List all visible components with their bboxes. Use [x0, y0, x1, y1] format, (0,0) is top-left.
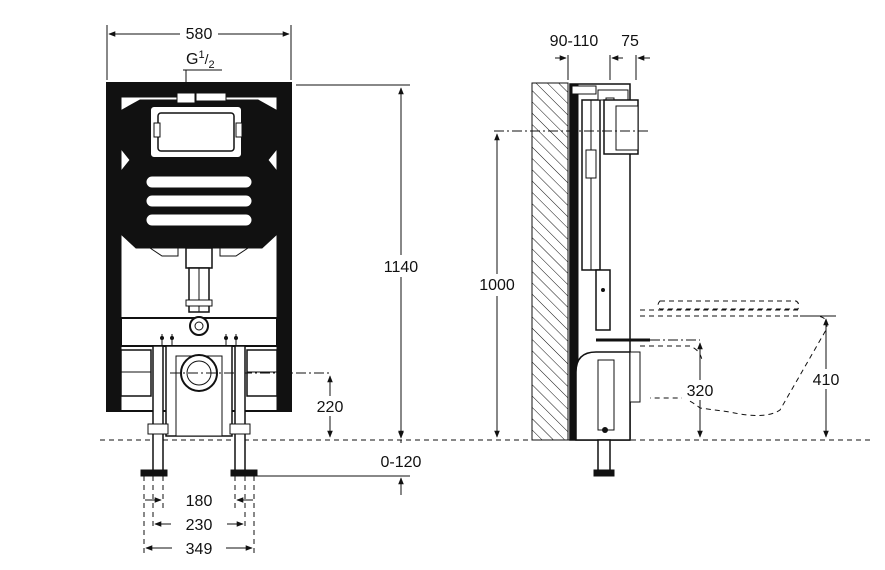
label-349: 349 [186, 541, 213, 558]
legs [140, 345, 258, 477]
side-wc-seat [657, 300, 800, 310]
label-0-120: 0-120 [381, 454, 422, 471]
label-75: 75 [621, 33, 639, 50]
dim-frame-width: 580 [106, 24, 292, 80]
label-410: 410 [813, 372, 840, 389]
dim-connection: G1/2 [183, 49, 222, 93]
label-320: 320 [687, 383, 714, 400]
frame-lower-block-left [120, 349, 152, 397]
dim-height-1000: 1000 [474, 133, 520, 438]
label-1140: 1140 [384, 259, 419, 276]
label-1000: 1000 [479, 277, 515, 294]
label-90-110: 90-110 [550, 33, 599, 50]
dim-floor-adjust: 0-120 [256, 420, 422, 495]
dim-total-height: 1140 [296, 84, 426, 438]
cistern-slot-2 [145, 194, 253, 208]
dim-seat-410: 410 [800, 315, 844, 438]
side-wc-bowl [640, 315, 828, 416]
cistern-slot-1 [145, 175, 253, 189]
dim-drain-320: 320 [682, 342, 718, 438]
dim-feet: 180 230 349 [143, 476, 255, 558]
dim-wall-depth: 90-110 75 [550, 33, 650, 80]
label-180: 180 [186, 493, 213, 510]
label-connection: G1/2 [186, 49, 215, 71]
label-220: 220 [317, 399, 344, 416]
dim-bolt-height: 220 [310, 375, 350, 438]
frame-left-post [106, 82, 122, 412]
side-view: 90-110 75 1000 320 410 [474, 33, 844, 477]
frame-right-post [276, 82, 292, 412]
flush-pipe [185, 247, 213, 269]
cistern-slot-3 [145, 213, 253, 227]
flush-plate [149, 105, 243, 159]
label-580: 580 [186, 26, 213, 43]
front-view: 580 G1/2 1140 220 0 [106, 24, 426, 558]
label-230: 230 [186, 517, 213, 534]
wall [531, 82, 569, 441]
